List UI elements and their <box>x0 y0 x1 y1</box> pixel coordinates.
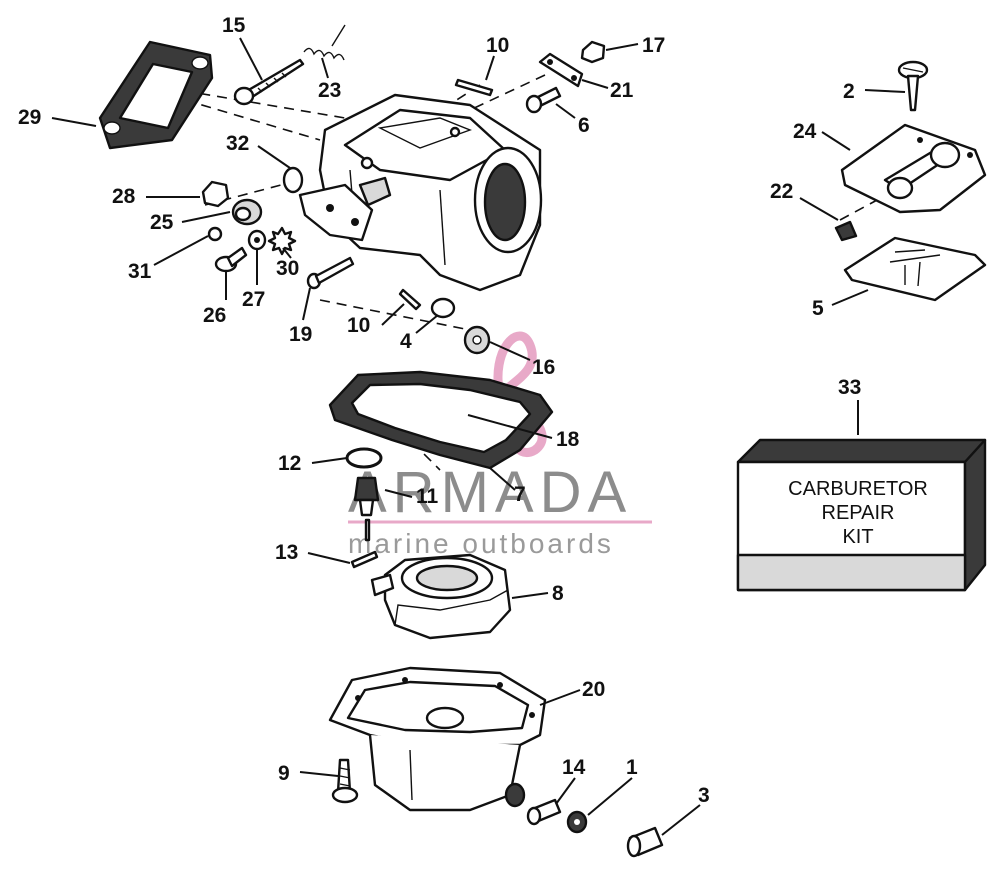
part-label-7: 7 <box>514 483 526 506</box>
part-label-33: 33 <box>838 376 861 399</box>
part-label-9: 9 <box>278 762 290 785</box>
part-label-11: 11 <box>416 485 439 508</box>
part-label-19: 19 <box>289 323 312 346</box>
part-7-bowl-gasket <box>328 370 554 470</box>
part-32-lever <box>282 166 392 242</box>
part-label-21: 21 <box>610 79 634 102</box>
part-label-27: 27 <box>242 288 265 311</box>
part-label-3: 3 <box>698 784 710 807</box>
part-label-26: 26 <box>203 304 226 327</box>
part-label-25: 25 <box>150 211 174 234</box>
part-16-washer <box>463 325 491 355</box>
part-label-18: 18 <box>556 428 580 451</box>
part-label-12: 12 <box>278 452 301 475</box>
part-30-star-washer <box>267 226 297 256</box>
kit-label-line2: REPAIR <box>822 502 895 524</box>
part-13-pin <box>350 550 379 569</box>
part-label-24: 24 <box>793 120 817 143</box>
part-9-screw <box>331 758 359 804</box>
part-10-pin-top <box>454 78 494 97</box>
part-8-float <box>370 553 512 640</box>
part-15-screw <box>233 58 305 106</box>
part-label-17: 17 <box>642 34 665 57</box>
part-label-6: 6 <box>578 114 590 137</box>
part-3-plug-screw <box>626 826 664 858</box>
part-19-screw <box>306 256 355 290</box>
leader-lines <box>51 37 906 836</box>
kit-label-line3: KIT <box>842 526 873 548</box>
part-29-flange-gasket <box>98 40 214 150</box>
part-label-15: 15 <box>222 14 246 37</box>
part-label-13: 13 <box>275 541 298 564</box>
part-22-fitting <box>834 220 858 242</box>
kit-label-line1: CARBURETOR <box>788 478 928 500</box>
part-10-pin-lower <box>398 288 422 311</box>
part-11-needle <box>353 476 380 542</box>
watermark-tagline: marine outboards <box>348 528 614 559</box>
part-28-nut <box>201 180 230 208</box>
part-number-labels: 15 23 10 17 21 6 2 24 22 5 29 32 28 25 3… <box>18 14 861 807</box>
part-26-screw <box>214 246 248 273</box>
part-21-plate <box>538 52 584 88</box>
part-label-2: 2 <box>843 80 855 103</box>
part-label-32: 32 <box>226 132 249 155</box>
part-27-washer <box>247 229 267 251</box>
carburetor-body <box>318 93 543 292</box>
part-label-23: 23 <box>318 79 341 102</box>
part-33-repair-kit-box: CARBURETOR REPAIR KIT <box>736 438 987 592</box>
part-25-bushing <box>231 198 263 226</box>
part-label-8: 8 <box>552 582 564 605</box>
part-24-cover <box>840 123 987 214</box>
part-14-jet <box>526 798 562 826</box>
part-label-30: 30 <box>276 257 299 280</box>
part-4-plug <box>430 297 456 319</box>
part-20-float-bowl <box>328 666 547 812</box>
part-label-29: 29 <box>18 106 41 129</box>
part-6-shaft <box>525 86 562 114</box>
part-1-washer <box>566 810 588 834</box>
part-label-28: 28 <box>112 185 136 208</box>
part-label-10-top: 10 <box>486 34 509 57</box>
part-label-5: 5 <box>812 297 824 320</box>
part-2-screw <box>897 60 929 112</box>
part-17-nut <box>580 40 606 64</box>
watermark-brand: ARMADA <box>348 460 632 525</box>
part-23-spring <box>303 24 346 61</box>
part-label-20: 20 <box>582 678 605 701</box>
part-label-4: 4 <box>400 330 412 353</box>
part-label-31: 31 <box>128 260 152 283</box>
part-label-1: 1 <box>626 756 638 779</box>
part-label-14: 14 <box>562 756 586 779</box>
part-31-ball <box>207 226 223 242</box>
part-label-16: 16 <box>532 356 555 379</box>
part-label-22: 22 <box>770 180 793 203</box>
part-label-10-lower: 10 <box>347 314 370 337</box>
part-5-diaphragm <box>843 236 987 302</box>
